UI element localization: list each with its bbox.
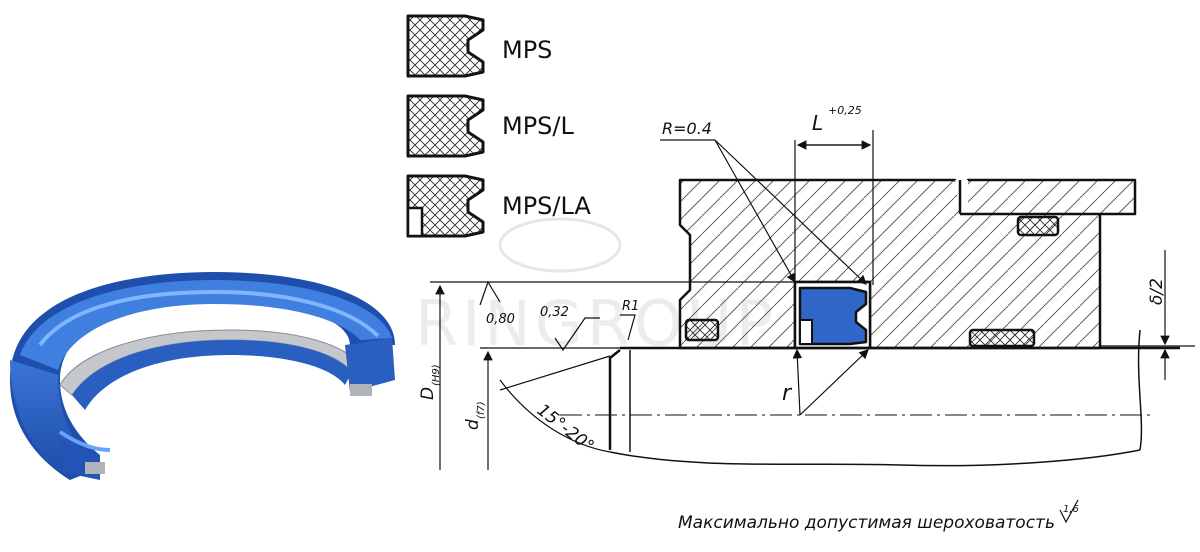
roughness-a-label: 0,80 <box>486 312 515 327</box>
oring-top <box>1016 215 1060 237</box>
profile-mps-label: MPS <box>502 36 552 64</box>
footer-roughness: 1,6 <box>1063 504 1079 515</box>
profile-mps-icon <box>406 14 485 78</box>
housing-section <box>499 178 1180 467</box>
roughness-b-label: 0,32 <box>540 305 569 320</box>
profile-legend: MPS MPS/L MPS/LA <box>406 14 591 238</box>
profile-mps-l-label: MPS/L <box>502 112 575 140</box>
radius-label: R=0.4 <box>662 119 712 138</box>
seal-profile <box>798 286 868 346</box>
rod-diameter-label: d <box>463 419 483 430</box>
seal-render <box>10 272 395 480</box>
oring-left <box>684 318 720 342</box>
profile-mps-la-label: MPS/LA <box>502 192 591 220</box>
footer-note: Максимально допустимая шероховатость 1,6 <box>678 499 1079 533</box>
chamfer-angle-label: 15°-20° <box>533 400 598 457</box>
footer-text: Максимально допустимая шероховатость <box>678 513 1055 533</box>
edge-radius-label: R1 <box>622 299 639 314</box>
dimensions <box>430 130 1195 470</box>
oring-bottom <box>968 328 1036 348</box>
corner-radius-label: r <box>782 381 793 406</box>
rod-fit-label: (f7) <box>476 401 487 419</box>
bore-fit-label: (H9) <box>431 364 442 386</box>
groove-width-label: L <box>812 111 823 135</box>
profile-mps-la-icon <box>406 174 485 238</box>
profile-mps-la-insert <box>406 206 424 238</box>
groove-tolerance-label: +0,25 <box>828 104 862 117</box>
bore-diameter-label: D <box>418 387 438 400</box>
gap-label: δ/2 <box>1147 278 1167 305</box>
profile-mps-l-icon <box>406 94 485 158</box>
